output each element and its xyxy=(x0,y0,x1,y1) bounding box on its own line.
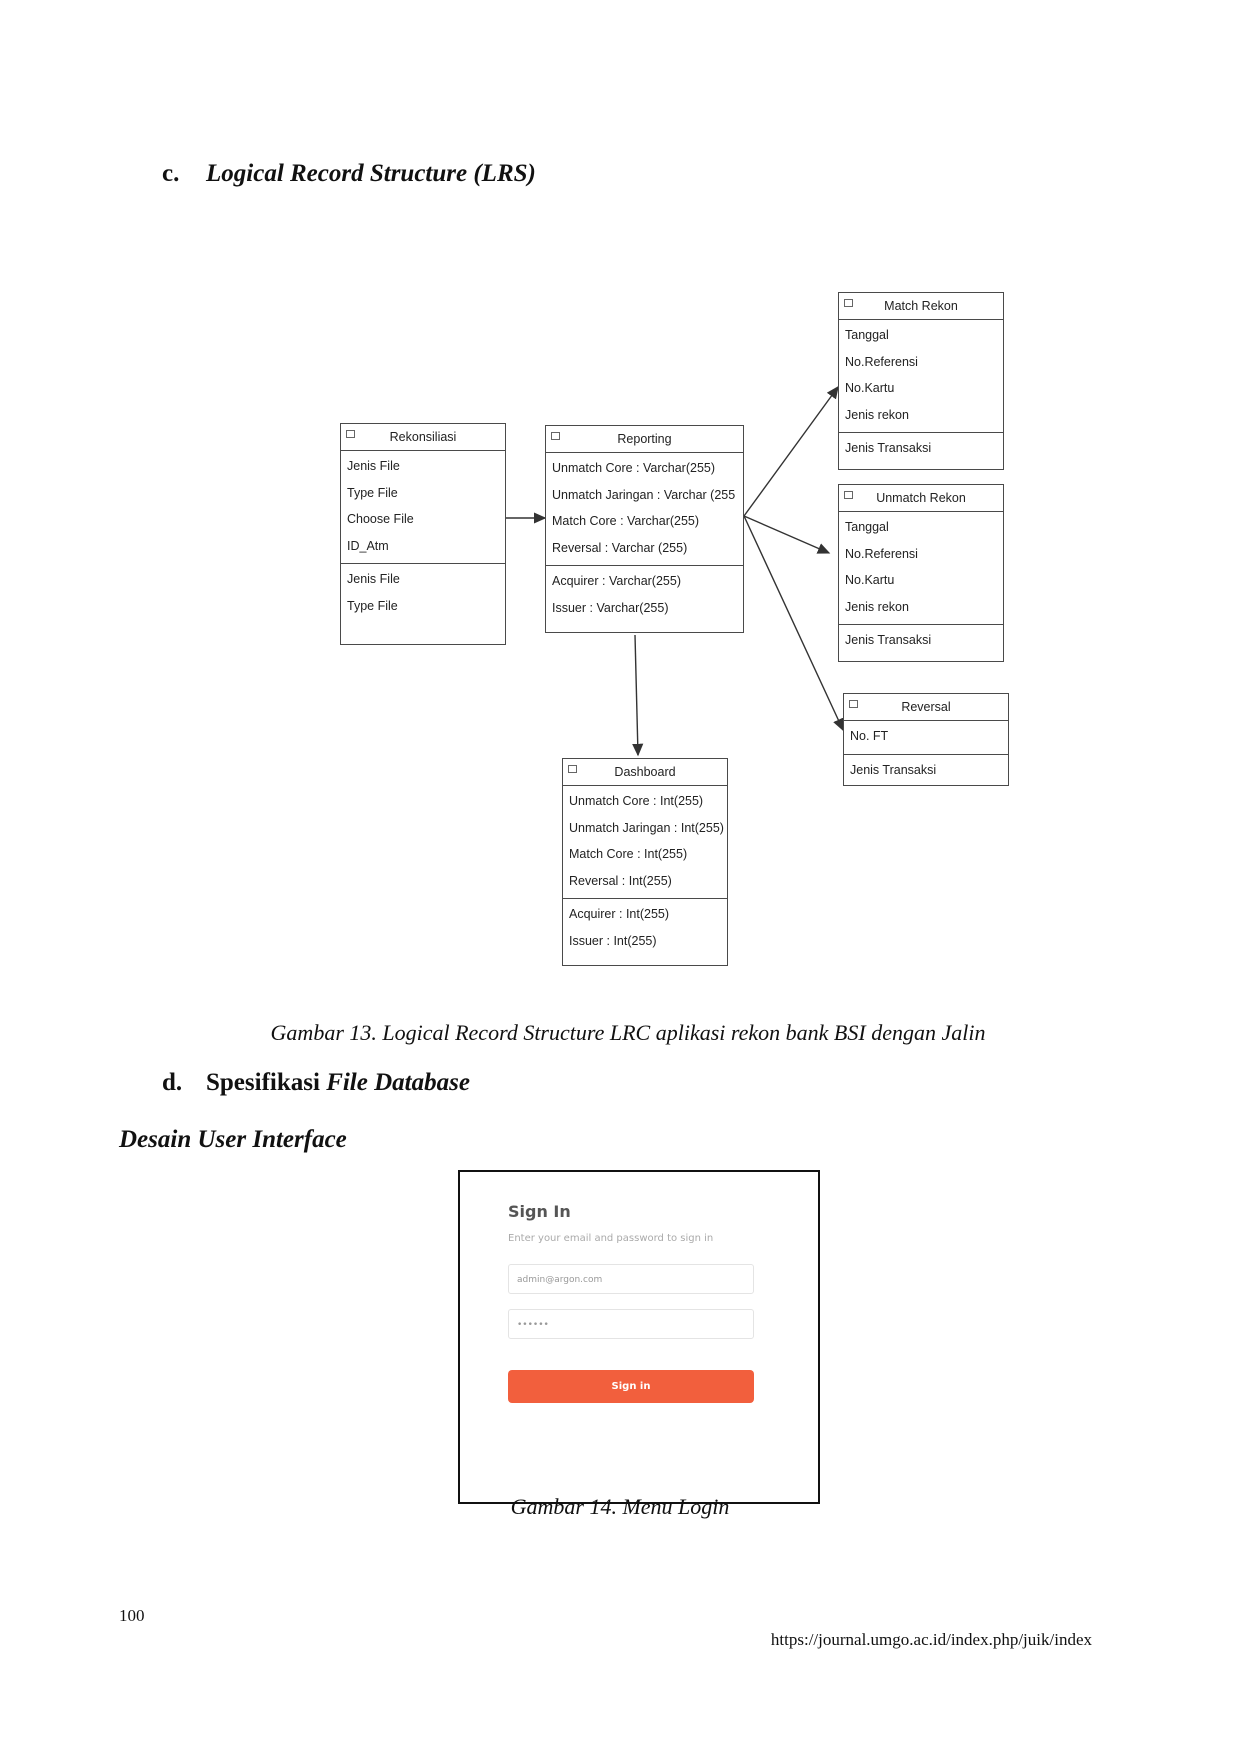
sign-in-button[interactable]: Sign in xyxy=(508,1370,754,1403)
subheading-ui-design: Desain User Interface xyxy=(119,1126,347,1153)
login-subtitle: Enter your email and password to sign in xyxy=(508,1233,714,1244)
entity-field: Type File xyxy=(347,598,398,613)
entity-field: No.Kartu xyxy=(845,573,895,587)
entity-dashboard: Dashboard Unmatch Core : Int(255) Unmatc… xyxy=(562,758,728,966)
connector-reporting-reversal xyxy=(743,515,844,732)
entity-field: Acquirer : Varchar(255) xyxy=(552,574,681,588)
figure-13-caption: Gambar 13. Logical Record Structure LRC … xyxy=(270,1020,986,1045)
entity-reporting: Reporting Unmatch Core : Varchar(255) Un… xyxy=(545,425,744,633)
entity-match-rekon: Match Rekon Tanggal No.Referensi No.Kart… xyxy=(838,292,1004,470)
entity-field: Issuer : Varchar(255) xyxy=(552,600,669,615)
connector-reporting-unmatch xyxy=(743,515,831,554)
entity-field: Match Core : Varchar(255) xyxy=(552,514,700,528)
entity-field: Jenis File xyxy=(347,572,400,586)
entity-field: Jenis rekon xyxy=(845,599,909,614)
email-field[interactable]: admin@argon.com xyxy=(508,1264,754,1294)
entity-field: Reversal : Varchar (255) xyxy=(552,540,688,555)
entity-field: Tanggal xyxy=(845,328,889,342)
entity-field: Unmatch Jaringan : Varchar (255 xyxy=(552,487,736,502)
entity-field: Match Core : Int(255) xyxy=(569,847,688,861)
entity-title: Dashboard xyxy=(614,765,676,779)
entity-title: Unmatch Rekon xyxy=(876,491,966,505)
entity-field: No. FT xyxy=(850,729,889,743)
entity-rekonsiliasi: Rekonsiliasi Jenis File Type File Choose… xyxy=(340,423,506,645)
entity-field: No.Referensi xyxy=(845,546,918,561)
entity-title: Reporting xyxy=(617,432,672,446)
figure-14-caption: Gambar 14. Menu Login xyxy=(510,1494,730,1519)
collapse-icon xyxy=(346,430,355,438)
entity-field: Jenis Transaksi xyxy=(850,762,937,777)
collapse-icon xyxy=(849,700,858,708)
section-d-title-italic: File Database xyxy=(326,1069,470,1096)
entity-field: Acquirer : Int(255) xyxy=(569,907,670,921)
login-mockup: Sign In Enter your email and password to… xyxy=(458,1170,820,1504)
entity-field: Jenis File xyxy=(347,459,400,473)
collapse-icon xyxy=(844,299,853,307)
entity-field: Jenis rekon xyxy=(845,407,909,422)
password-field[interactable]: •••••• xyxy=(508,1309,754,1339)
entity-field: Choose File xyxy=(347,512,414,526)
connector-reporting-dashboard xyxy=(632,634,644,757)
erd-connectors xyxy=(505,385,844,757)
entity-title: Rekonsiliasi xyxy=(389,430,457,444)
journal-url[interactable]: https://journal.umgo.ac.id/index.php/jui… xyxy=(770,1630,1092,1649)
entity-field: Jenis Transaksi xyxy=(845,441,932,455)
entity-reversal: Reversal No. FT Jenis Transaksi xyxy=(843,693,1009,786)
entity-field: Unmatch Core : Varchar(255) xyxy=(552,461,716,475)
login-title: Sign In xyxy=(508,1202,571,1221)
entity-field: Jenis Transaksi xyxy=(845,633,932,647)
entity-field: No.Referensi xyxy=(845,354,918,369)
entity-field: Issuer : Int(255) xyxy=(569,933,657,948)
page-number: 100 xyxy=(119,1606,145,1625)
collapse-icon xyxy=(844,491,853,499)
section-d-letter: d. xyxy=(162,1069,183,1096)
section-c-title: Logical Record Structure (LRS) xyxy=(206,160,536,187)
entity-field: ID_Atm xyxy=(347,538,389,553)
entity-field: Tanggal xyxy=(845,520,889,534)
section-d-heading: d. Spesifikasi File Database xyxy=(162,1069,470,1097)
collapse-icon xyxy=(568,765,577,773)
section-c-heading: c. Logical Record Structure (LRS) xyxy=(162,160,536,188)
entity-field: Unmatch Jaringan : Int(255) xyxy=(569,820,724,835)
entity-field: Type File xyxy=(347,485,398,500)
entity-title: Match Rekon xyxy=(884,299,958,313)
connector-reporting-match xyxy=(743,385,839,517)
entity-unmatch-rekon: Unmatch Rekon Tanggal No.Referensi No.Ka… xyxy=(838,484,1004,662)
entity-title: Reversal xyxy=(901,700,951,714)
entity-field: No.Kartu xyxy=(845,381,895,395)
lrs-diagram: Rekonsiliasi Jenis File Type File Choose… xyxy=(340,292,1009,966)
entity-field: Unmatch Core : Int(255) xyxy=(569,794,704,808)
section-c-letter: c. xyxy=(162,160,180,187)
entity-field: Reversal : Int(255) xyxy=(569,873,672,888)
section-d-title-plain: Spesifikasi xyxy=(206,1069,327,1096)
collapse-icon xyxy=(551,432,560,440)
